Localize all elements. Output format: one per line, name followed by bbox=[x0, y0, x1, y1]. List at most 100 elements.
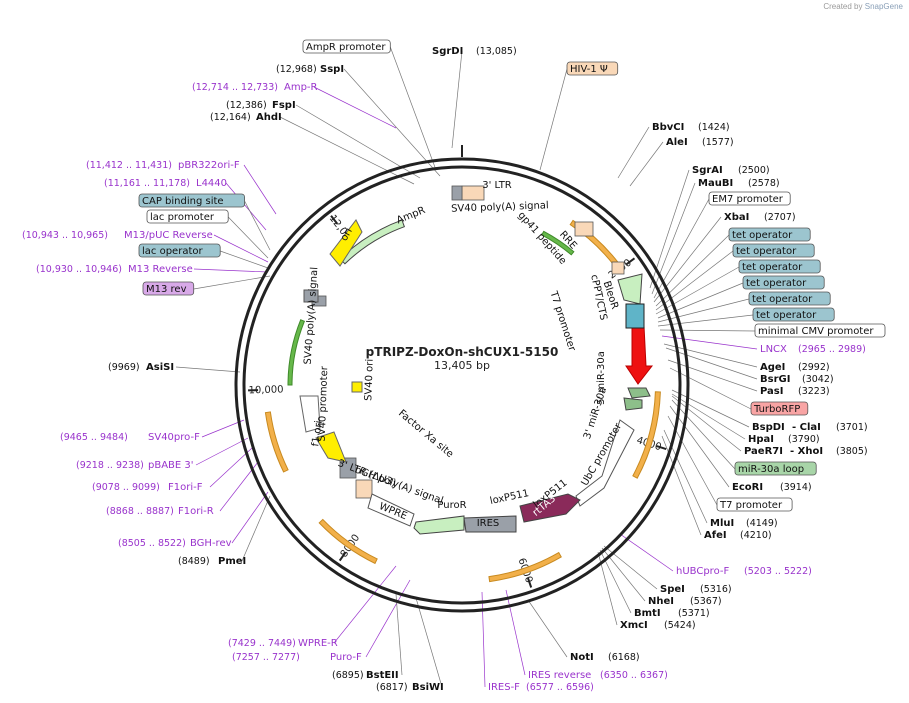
feature-f1ori: f1 ori bbox=[310, 420, 325, 447]
label-afei-pos: (4210) bbox=[740, 530, 772, 541]
label-iresf: IRES-F bbox=[488, 682, 520, 693]
leader-line bbox=[657, 314, 754, 327]
label-bsrgi-pos: (3042) bbox=[802, 374, 834, 385]
label-hiv: HIV-1 Ψ bbox=[570, 64, 608, 75]
label-pbr: pBR322ori-F bbox=[178, 160, 240, 171]
label-tet5: tet operator bbox=[752, 294, 813, 305]
feature-box bbox=[574, 221, 594, 237]
label-bbvci-pos: (1424) bbox=[698, 122, 730, 133]
ori-feature bbox=[329, 219, 363, 267]
label-pmei: PmeI bbox=[218, 556, 246, 567]
label-asisi: AsiSI bbox=[146, 362, 174, 373]
label-nhei: NheI bbox=[648, 596, 674, 607]
credit-brand: SnapGene bbox=[864, 2, 903, 11]
leader-line bbox=[669, 367, 752, 410]
leader-line bbox=[389, 46, 437, 171]
label-ahdi: AhdI bbox=[256, 112, 282, 123]
label-box bbox=[138, 193, 245, 208]
label-sgrai-pos: (2500) bbox=[738, 165, 770, 176]
label-maubi-pos: (2578) bbox=[748, 178, 780, 189]
label-bmti: BmtI bbox=[634, 608, 661, 619]
label-noti-pos: (6168) bbox=[608, 652, 640, 663]
orange-arc bbox=[488, 551, 562, 583]
feature-t7prom: T7 promoter bbox=[547, 289, 577, 353]
leader-line bbox=[231, 491, 269, 544]
leader-line bbox=[665, 347, 758, 380]
tick-label: 10,000 bbox=[248, 384, 283, 396]
turborfp-feature bbox=[625, 325, 654, 385]
leader-lines bbox=[175, 46, 758, 688]
label-ampr-primer: Amp-R bbox=[284, 82, 318, 93]
mir-feature bbox=[627, 387, 651, 399]
label-box bbox=[742, 275, 825, 290]
feature-box bbox=[611, 261, 625, 275]
label-sgrdi: SgrDI bbox=[432, 46, 463, 57]
label-box bbox=[752, 307, 835, 322]
feature-sv40prom: SV40 promoter bbox=[317, 365, 331, 442]
leader-line bbox=[671, 389, 750, 428]
f1ori-feature bbox=[315, 431, 347, 463]
leader-line bbox=[653, 216, 722, 303]
tick-mark bbox=[625, 257, 636, 266]
orange-arc bbox=[318, 518, 378, 565]
leader-line bbox=[661, 335, 758, 350]
label-afei: AfeI bbox=[704, 530, 727, 541]
feature-factorxa: Factor Xa site bbox=[396, 408, 455, 460]
label-asisi-pos: (9969) bbox=[108, 362, 140, 373]
leader-line bbox=[671, 393, 746, 440]
feature-puror: PuroR bbox=[437, 500, 466, 511]
label-wpre-r: WPRE-R bbox=[298, 638, 338, 649]
orange-arc bbox=[632, 391, 661, 479]
leader-line bbox=[225, 182, 267, 231]
label-pmei-pos: (8489) bbox=[178, 556, 210, 567]
green-arc bbox=[287, 319, 306, 386]
label-bgh: BGH-rev bbox=[190, 538, 232, 549]
leader-line bbox=[209, 447, 253, 488]
label-box bbox=[732, 243, 815, 258]
label-tet4: tet operator bbox=[746, 278, 807, 289]
label-bspdi: BspDI bbox=[752, 422, 785, 433]
leader-line bbox=[527, 599, 568, 658]
label-xbai: XbaI bbox=[724, 212, 749, 223]
label-spei: SpeI bbox=[660, 584, 685, 595]
leader-line bbox=[415, 597, 443, 688]
label-t7box: T7 promoter bbox=[719, 500, 783, 511]
label-bbvci: BbvCI bbox=[652, 122, 684, 133]
ires-feature bbox=[463, 515, 517, 533]
feature-mir5: 5' miR-30a bbox=[596, 351, 607, 405]
label-sv40pro-pos: (9465 .. 9484) bbox=[60, 432, 128, 443]
label-lacprom: lac promoter bbox=[150, 212, 215, 223]
label-mlui-pos: (4149) bbox=[746, 518, 778, 529]
snapgene-credit: Created by SnapGene bbox=[823, 2, 903, 11]
orange-arc bbox=[264, 411, 289, 473]
label-pbabe: pBABE 3' bbox=[148, 460, 194, 471]
feature-ampr: AmpR bbox=[395, 205, 427, 226]
label-alei-pos: (1577) bbox=[702, 137, 734, 148]
green-arc bbox=[541, 230, 575, 256]
label-xhoi: - XhoI bbox=[790, 446, 823, 457]
label-m13puc-pos: (10,943 .. 10,965) bbox=[22, 230, 108, 241]
label-sv40pro: SV40pro-F bbox=[148, 432, 200, 443]
label-ecori: EcoRI bbox=[732, 482, 763, 493]
label-bsrgi: BsrGI bbox=[760, 374, 790, 385]
leader-line bbox=[505, 589, 526, 676]
leader-line bbox=[661, 435, 702, 536]
label-pbr-pos: (11,412 .. 11,431) bbox=[86, 160, 172, 171]
leader-line bbox=[193, 275, 271, 290]
tick-mark bbox=[656, 445, 667, 451]
label-f1orif-pos: (9078 .. 9099) bbox=[92, 482, 160, 493]
label-box bbox=[146, 209, 229, 224]
label-box bbox=[716, 497, 793, 512]
leader-line bbox=[659, 329, 756, 332]
leader-line bbox=[279, 116, 415, 185]
label-sgrdi-pos: (13,085) bbox=[476, 46, 517, 57]
tet-block bbox=[625, 303, 645, 329]
leader-line bbox=[201, 419, 245, 438]
bleor-feature bbox=[617, 273, 643, 305]
label-tet6: tet operator bbox=[756, 310, 817, 321]
credit-prefix: Created by bbox=[823, 2, 863, 11]
label-hpai-pos: (3790) bbox=[788, 434, 820, 445]
label-sspi: SspI bbox=[320, 64, 344, 75]
label-box bbox=[566, 61, 619, 76]
